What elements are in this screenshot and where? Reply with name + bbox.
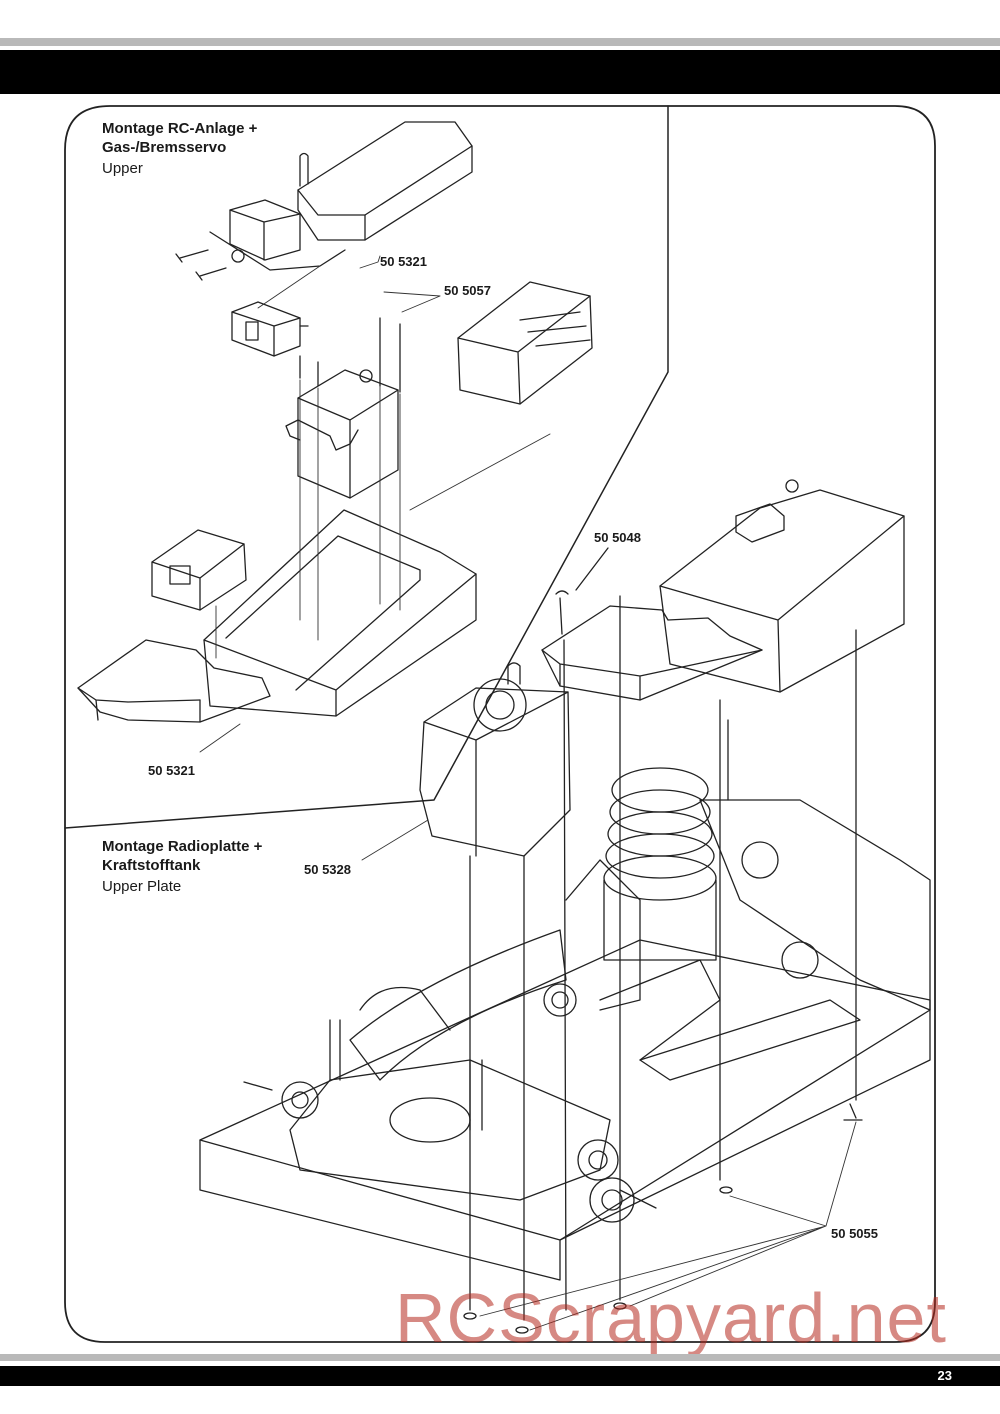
- page-number: 23: [937, 1368, 952, 1383]
- section-title-rc-assembly: Montage RC-Anlage + Gas-/Bremsservo: [102, 120, 258, 156]
- header-black-band: [0, 50, 1000, 94]
- part-number-callout: 50 5321: [380, 254, 427, 269]
- upper-chassis-plate-drawing: [77, 639, 271, 723]
- footer-gray-rule: [0, 1354, 1000, 1361]
- front-suspension-drawing: [243, 1019, 657, 1223]
- receiver-drawing: [151, 529, 247, 611]
- radio-plate-drawing: [541, 547, 763, 1311]
- section-subtitle-upper-plate: Upper Plate: [102, 878, 182, 895]
- battery-pack-drawing: [457, 281, 593, 405]
- part-number-callout: 50 5057: [444, 283, 491, 298]
- header-gray-rule: [0, 38, 1000, 46]
- lower-receiver-box-drawing: [659, 479, 905, 1101]
- part-number-callout: 50 5328: [304, 862, 351, 877]
- rear-suspension-drawing: [543, 699, 931, 1181]
- section-subtitle-upper: Upper: [102, 160, 143, 177]
- part-number-callout: 50 5048: [594, 530, 641, 545]
- bottom-screws-drawing: [463, 1103, 863, 1334]
- part-number-callout: 50 5321: [148, 763, 195, 778]
- servo-drawing: [285, 317, 401, 499]
- part-number-callout: 50 5055: [831, 1226, 878, 1241]
- exhaust-drawing: [349, 929, 567, 1081]
- receiver-box-lid-drawing: [175, 121, 473, 281]
- footer-black-band: [0, 1366, 1000, 1386]
- engine-drawing: [565, 767, 717, 1011]
- receiver-box-drawing: [203, 509, 477, 717]
- watermark: RCScrapyard.net: [395, 1279, 947, 1357]
- switch-drawing: [231, 301, 309, 357]
- section-title-radio-plate: Montage Radioplatte + Kraftstofftank: [102, 838, 263, 874]
